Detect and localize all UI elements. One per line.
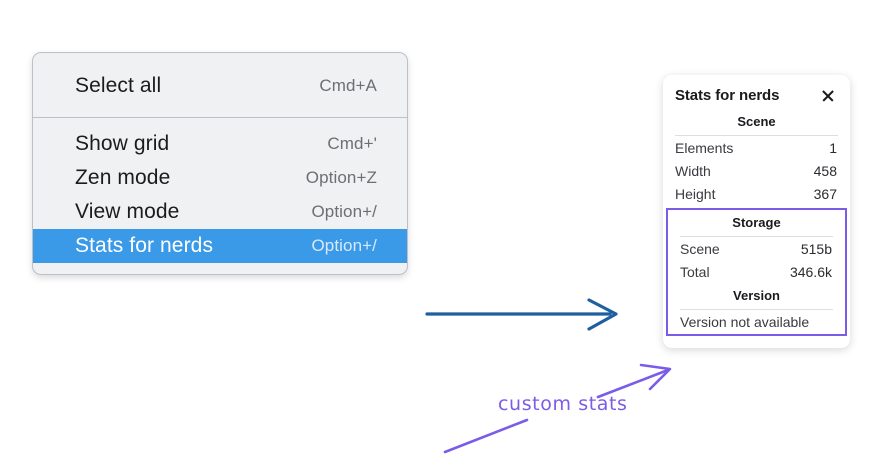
storage-section-heading: Storage	[732, 215, 781, 230]
row-label: Width	[675, 162, 711, 179]
menu-item-stats-for-nerds[interactable]: Stats for nerds Option+/	[33, 229, 407, 263]
menu-item-label: Show grid	[75, 132, 170, 155]
row-value: 367	[813, 185, 837, 202]
purple-underline-stroke	[443, 418, 529, 454]
row-value: 346.6k	[789, 263, 832, 280]
table-row: Total 346.6k	[668, 260, 845, 283]
menu-item-label: Stats for nerds	[75, 234, 214, 257]
menu-item-zen-mode[interactable]: Zen mode Option+Z	[33, 161, 407, 195]
table-row: Scene 515b	[668, 237, 845, 260]
menu-item-shortcut: Option+/	[311, 202, 377, 221]
close-icon[interactable]	[820, 88, 836, 104]
row-label: Scene	[680, 240, 720, 257]
menu-item-shortcut: Option+/	[311, 236, 377, 255]
row-label: Elements	[675, 139, 734, 156]
row-label: Total	[680, 263, 710, 280]
scene-divider	[675, 135, 838, 136]
annotation-label: custom stats	[498, 393, 628, 415]
table-row: Elements 1	[663, 136, 850, 159]
version-section-heading: Version	[733, 288, 780, 303]
menu-item-shortcut: Option+Z	[305, 168, 377, 187]
menu-group-bottom: Show grid Cmd+' Zen mode Option+Z View m…	[33, 117, 407, 274]
row-label: Height	[675, 185, 716, 202]
menu-item-label: Select all	[75, 74, 162, 97]
menu-item-label: View mode	[75, 200, 180, 223]
custom-stats-highlight-box: Storage Scene 515b Total 346.6k Version …	[666, 208, 847, 336]
menu-item-shortcut: Cmd+'	[327, 134, 377, 153]
table-row: Height 367	[663, 182, 850, 205]
stats-panel-title: Stats for nerds	[675, 87, 780, 104]
menu-item-shortcut: Cmd+A	[319, 76, 377, 95]
storage-divider	[680, 236, 833, 237]
row-value: 515b	[800, 240, 832, 257]
scene-section-heading: Scene	[737, 114, 776, 129]
row-value: 458	[813, 162, 837, 179]
menu-item-view-mode[interactable]: View mode Option+/	[33, 195, 407, 229]
blue-arrow	[425, 298, 618, 331]
context-menu[interactable]: Select all Cmd+A Show grid Cmd+' Zen mod…	[32, 52, 408, 275]
stats-panel-titlebar: Stats for nerds	[663, 85, 850, 104]
menu-group-top: Select all Cmd+A	[33, 53, 407, 117]
menu-item-select-all[interactable]: Select all Cmd+A	[33, 69, 407, 103]
menu-item-label: Zen mode	[75, 166, 171, 189]
version-divider	[680, 309, 833, 310]
row-value: 1	[829, 139, 837, 156]
stats-for-nerds-panel: Stats for nerds Scene Elements 1 Width 4…	[663, 75, 850, 348]
table-row: Width 458	[663, 159, 850, 182]
version-text: Version not available	[680, 314, 810, 330]
menu-item-show-grid[interactable]: Show grid Cmd+'	[33, 127, 407, 161]
